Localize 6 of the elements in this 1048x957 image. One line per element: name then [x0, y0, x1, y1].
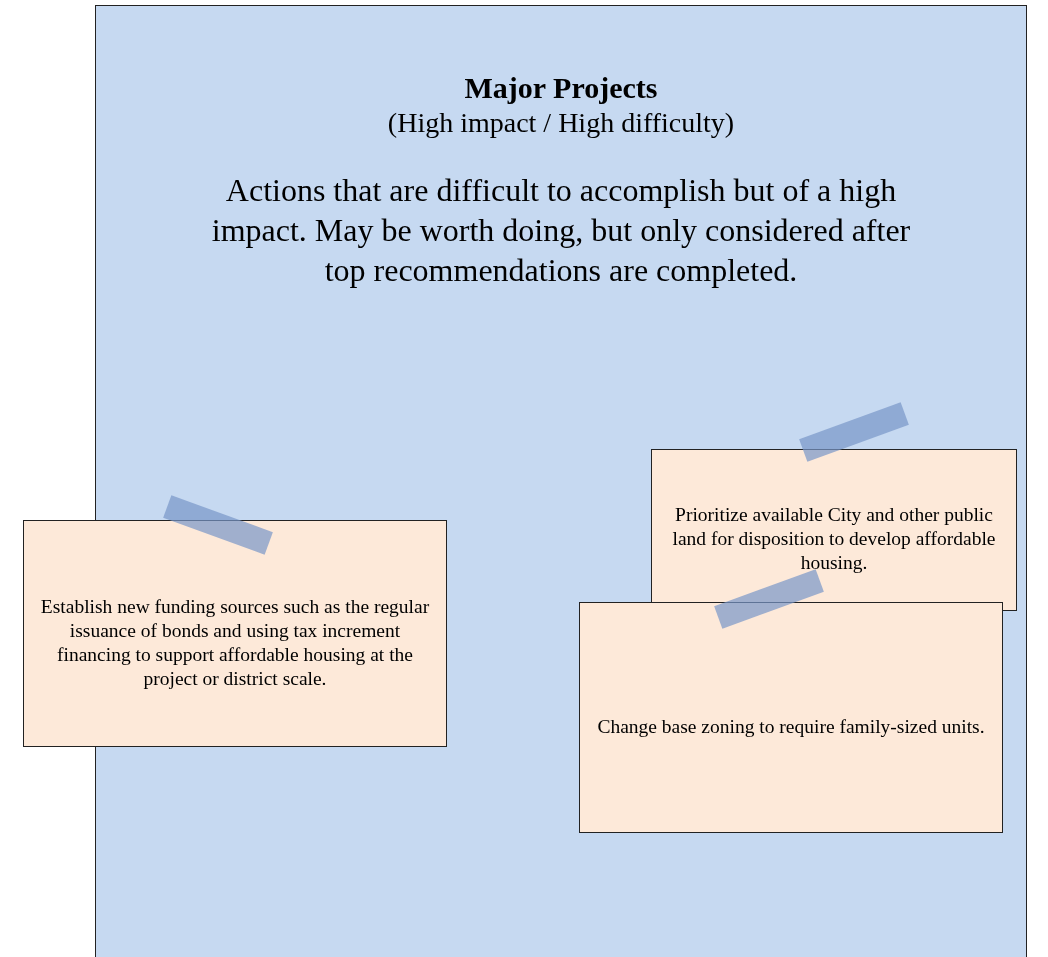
panel-subheading: (High impact / High difficulty) [387, 106, 735, 140]
panel-description: Actions that are difficult to accomplish but of a high impact. May be worth doing, but only considered after top recommendations are completed. [210, 171, 912, 290]
note-text: Change base zoning to require family-sized units. [597, 714, 985, 739]
note-text: Prioritize available City and other public land for disposition to develop affordable housing. [671, 503, 997, 575]
panel-heading: Major Projects [464, 70, 658, 106]
note-text: Establish new funding sources such as the regular issuance of bonds and using tax increment financing to support affordable housing at the project or district scale. [39, 594, 431, 691]
